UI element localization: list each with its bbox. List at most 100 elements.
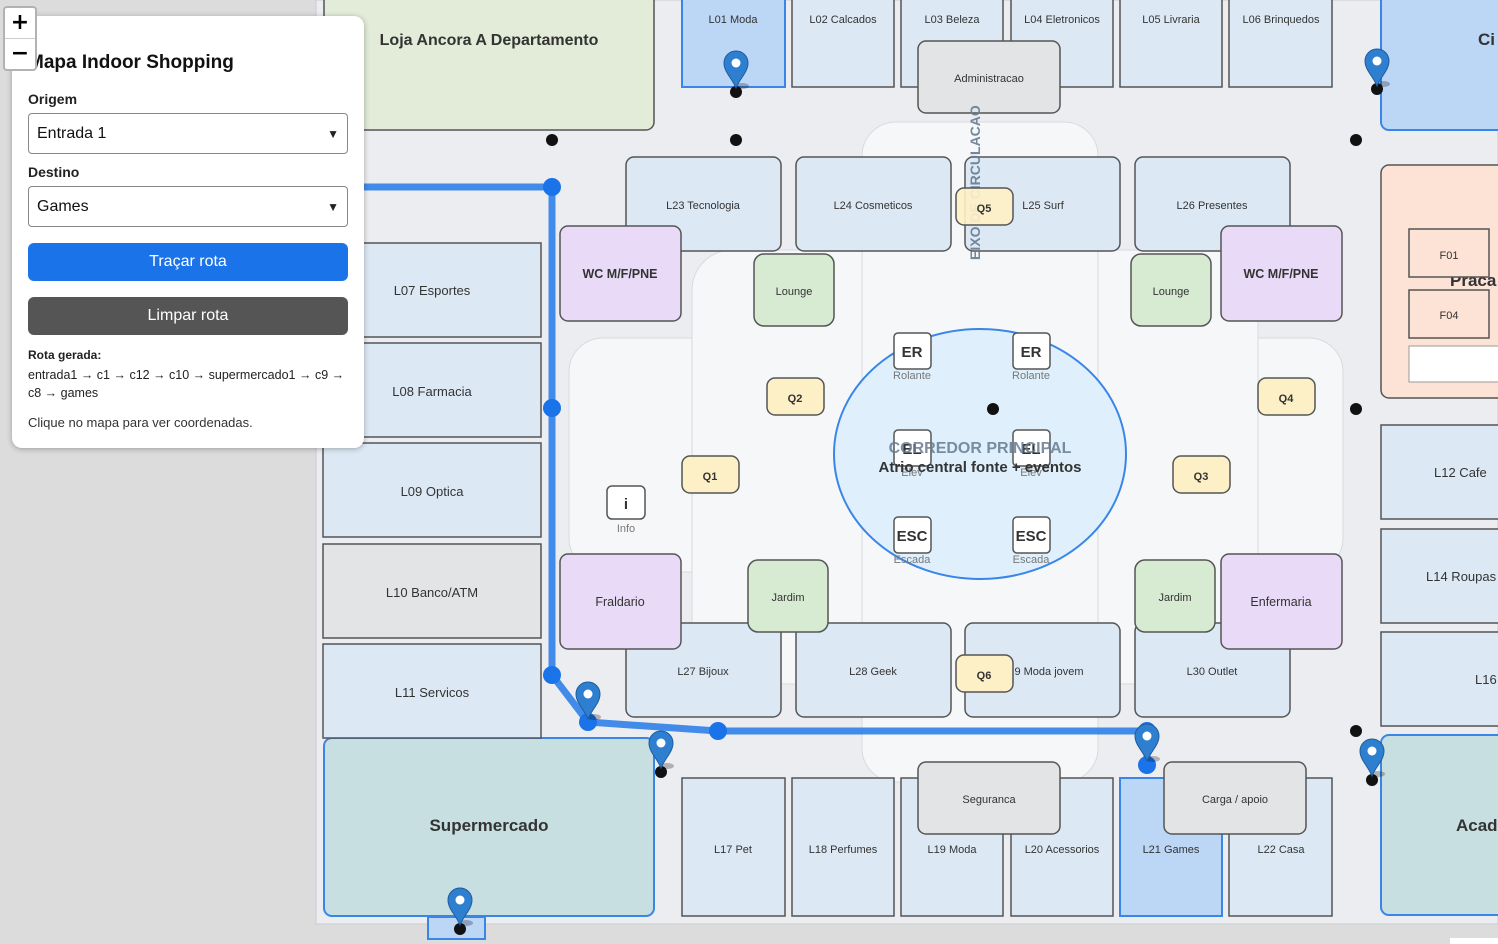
service-wc-right[interactable]: WC M/F/PNE xyxy=(1220,225,1343,322)
store-l01[interactable]: L01 Moda xyxy=(681,0,786,88)
food-unit-f01[interactable] xyxy=(1408,228,1490,278)
kiosk-q2[interactable]: Q2 xyxy=(766,377,825,416)
graph-node[interactable] xyxy=(730,86,742,98)
graph-node[interactable] xyxy=(655,766,667,778)
escalator-sub: Rolante xyxy=(1012,370,1050,382)
kiosk-q1[interactable]: Q1 xyxy=(681,455,740,494)
kiosk-label: Q3 xyxy=(1194,471,1209,483)
service-label: WC M/F/PNE xyxy=(1244,267,1319,281)
store-label: L05 Livraria xyxy=(1142,14,1200,26)
graph-node[interactable] xyxy=(1366,774,1378,786)
store-label: L28 Geek xyxy=(849,666,897,678)
info-point[interactable]: i Info xyxy=(606,485,646,535)
store-label: L10 Banco/ATM xyxy=(386,585,478,600)
service-seguranca[interactable]: Seguranca xyxy=(917,761,1061,835)
garden-left[interactable]: Jardim xyxy=(747,559,829,633)
food-court[interactable]: Praca F01 F04 xyxy=(1380,164,1498,399)
zoom-control: + − xyxy=(3,6,37,71)
kiosk-q6[interactable]: Q6 xyxy=(955,654,1014,693)
graph-nodes xyxy=(454,83,1383,935)
kiosk-q5[interactable]: Q5 xyxy=(955,187,1014,226)
service-label: Fraldario xyxy=(595,595,644,609)
graph-node[interactable] xyxy=(1350,403,1362,415)
store-l18[interactable]: L18 Perfumes xyxy=(791,777,895,917)
kiosk-q3[interactable]: Q3 xyxy=(1172,455,1231,494)
anchor-supermercado[interactable]: Supermercado xyxy=(323,737,655,917)
anchor-cinema[interactable]: Ci xyxy=(1380,0,1498,131)
clear-route-button[interactable]: Limpar rota xyxy=(28,297,348,335)
store-l10[interactable]: L10 Banco/ATM xyxy=(322,543,542,639)
route-result-title: Rota gerada: xyxy=(28,348,102,362)
origin-label: Origem xyxy=(28,91,78,107)
store-l02[interactable]: L02 Calcados xyxy=(791,0,895,88)
service-carga[interactable]: Carga / apoio xyxy=(1163,761,1307,835)
store-l05[interactable]: L05 Livraria xyxy=(1119,0,1223,88)
service-fraldario[interactable]: Fraldario xyxy=(559,553,682,650)
garden-right[interactable]: Jardim xyxy=(1134,559,1216,633)
service-enfermaria[interactable]: Enfermaria xyxy=(1220,553,1343,650)
anchor-academia[interactable]: Acad xyxy=(1380,734,1498,916)
anchor-ancora-a[interactable]: Loja Ancora A Departamento xyxy=(323,0,655,131)
corridor-label: CORREDOR PRINCIPAL xyxy=(889,440,1072,457)
store-l09[interactable]: L09 Optica xyxy=(322,442,542,538)
store-label: L14 Roupas xyxy=(1426,569,1497,584)
store-l25[interactable]: L25 Surf xyxy=(964,156,1121,252)
map-hint: Clique no mapa para ver coordenadas. xyxy=(28,415,253,430)
kiosk-label: Q5 xyxy=(977,203,992,215)
route-node[interactable] xyxy=(543,666,561,684)
store-label: L26 Presentes xyxy=(1177,200,1248,212)
graph-node[interactable] xyxy=(1350,134,1362,146)
graph-node[interactable] xyxy=(987,403,999,415)
service-admin[interactable]: Administracao xyxy=(917,40,1061,114)
route-node[interactable] xyxy=(543,178,561,196)
lounge-left[interactable]: Lounge xyxy=(753,253,835,327)
escalator-sub: Rolante xyxy=(893,370,931,382)
store-l20[interactable]: L20 Acessorios xyxy=(1010,777,1114,917)
destination-select[interactable]: Games ▼ xyxy=(28,186,348,227)
store-label: L24 Cosmeticos xyxy=(834,200,913,212)
store-l17[interactable]: L17 Pet xyxy=(681,777,786,917)
service-label: Seguranca xyxy=(962,794,1016,806)
graph-node[interactable] xyxy=(454,923,466,935)
route-node[interactable] xyxy=(709,722,727,740)
food-unit-blank xyxy=(1408,345,1498,383)
lounge-right[interactable]: Lounge xyxy=(1130,253,1212,327)
store-l16[interactable]: L16 xyxy=(1380,631,1498,727)
graph-node[interactable] xyxy=(730,134,742,146)
origin-select[interactable]: Entrada 1 ▼ xyxy=(28,113,348,154)
graph-node[interactable] xyxy=(546,134,558,146)
atrium-label: Atrio central fonte + eventos xyxy=(879,459,1082,476)
kiosk-q4[interactable]: Q4 xyxy=(1257,377,1316,416)
zoom-out-button[interactable]: − xyxy=(5,38,35,69)
service-wc-left[interactable]: WC M/F/PNE xyxy=(559,225,682,322)
food-unit-label: F01 xyxy=(1440,250,1459,262)
store-label: L19 Moda xyxy=(928,844,978,856)
anchor-label: Supermercado xyxy=(429,816,548,835)
trace-route-button[interactable]: Traçar rota xyxy=(28,243,348,281)
graph-node[interactable] xyxy=(1350,725,1362,737)
store-l29[interactable]: 9 Moda jovem xyxy=(964,622,1121,718)
store-label: L06 Brinquedos xyxy=(1242,14,1320,26)
zoom-in-button[interactable]: + xyxy=(10,10,30,35)
map-attribution[interactable] xyxy=(1450,938,1498,944)
store-l28[interactable]: L28 Geek xyxy=(795,622,952,718)
store-label: L03 Beleza xyxy=(924,14,980,26)
store-label: L21 Games xyxy=(1143,844,1200,856)
service-label: WC M/F/PNE xyxy=(583,267,658,281)
store-l24[interactable]: L24 Cosmeticos xyxy=(795,156,952,252)
route-node[interactable] xyxy=(543,399,561,417)
store-l11[interactable]: L11 Servicos xyxy=(322,643,542,739)
store-l06[interactable]: L06 Brinquedos xyxy=(1228,0,1333,88)
food-unit-f04[interactable] xyxy=(1408,289,1490,339)
elevator-label: EL xyxy=(902,441,921,458)
store-l12[interactable]: L12 Cafe xyxy=(1380,424,1498,520)
store-l14[interactable]: L14 Roupas xyxy=(1380,528,1498,624)
